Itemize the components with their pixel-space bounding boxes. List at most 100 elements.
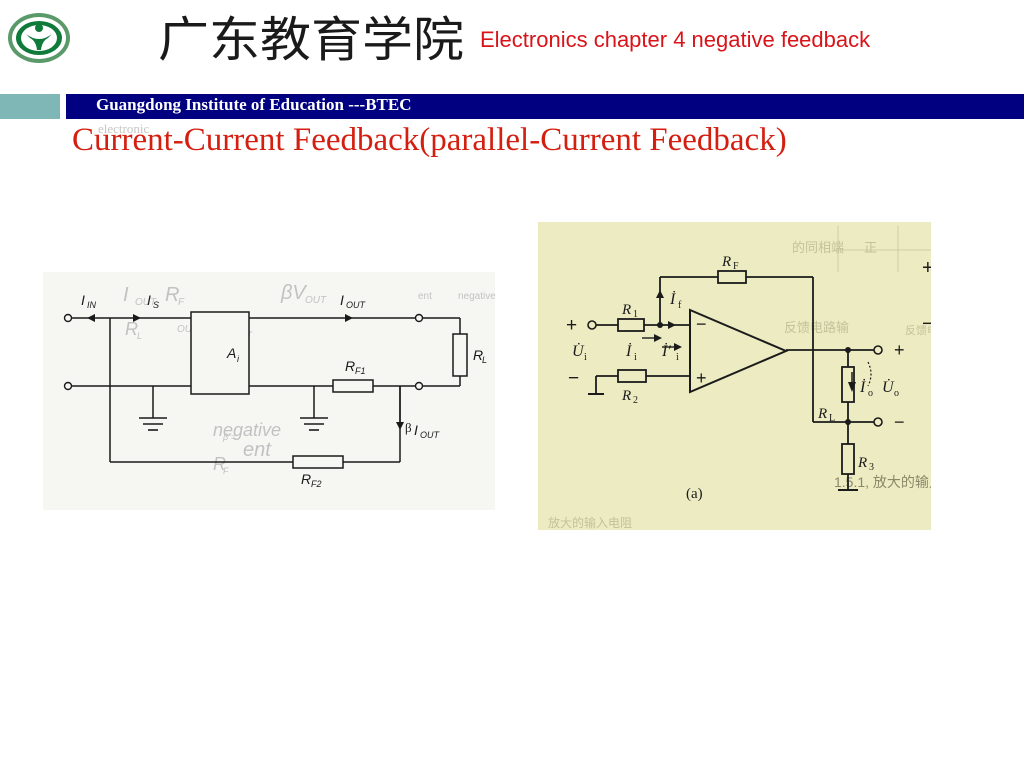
current-arrows — [87, 314, 404, 430]
op-amp-triangle — [689, 308, 789, 394]
label-beta: β — [405, 420, 412, 435]
svg-text:ent: ent — [243, 439, 272, 461]
svg-text:F: F — [178, 297, 185, 308]
block-diagram-labels: I IN I S I OUT A i R F1 R L β I OUT R F2 — [81, 292, 487, 489]
svg-text:OUT: OUT — [305, 295, 327, 306]
institute-name-cn: 广东教育学院 — [158, 12, 464, 68]
svg-text:F1: F1 — [355, 366, 366, 376]
figure-caption: (a) — [686, 486, 703, 502]
svg-text:β =: β = — [222, 432, 236, 442]
terminals — [63, 313, 424, 391]
label-r3: R — [857, 455, 867, 471]
svg-text:βV: βV — [280, 282, 307, 304]
label-is: I — [147, 292, 151, 308]
output-minus-sign: − — [894, 412, 905, 432]
slide-title: Current-Current Feedback(parallel-Curren… — [72, 122, 787, 158]
svg-text:i: i — [237, 354, 240, 364]
bleed-text-fragment: 反馈电路输 — [905, 323, 931, 337]
svg-text:L: L — [137, 331, 142, 341]
label-rf: R — [721, 254, 731, 270]
label-ui: U̇ — [572, 343, 585, 360]
institution-name-en: Guangdong Institute of Education ---BTEC — [96, 95, 412, 114]
svg-text:OUT: OUT — [135, 297, 157, 308]
logo-figure-head — [35, 24, 43, 32]
label-r1: R — [621, 302, 631, 318]
resistor-rf — [717, 270, 747, 284]
svg-text:R: R — [165, 284, 179, 306]
resistor-r3 — [841, 443, 855, 475]
svg-text:1.5.1, 放大的输入: 1.5.1, 放大的输入 — [834, 474, 931, 490]
bleed-through-lines — [837, 226, 931, 272]
svg-text:L: L — [829, 413, 835, 424]
circuit-wires — [595, 276, 874, 490]
logo-figure-body — [26, 34, 52, 50]
bleed-through-text-left: I OUT R F βV OUT R L V OUT OUT negative … — [123, 282, 327, 476]
input-plus-sign: + — [566, 315, 577, 336]
amplifier-block — [190, 311, 250, 395]
label-iin: I — [81, 292, 85, 308]
resistor-r1 — [617, 318, 645, 332]
junction-dots — [657, 322, 851, 425]
label-ai: A — [226, 345, 236, 361]
current-feedback-block-diagram: I OUT R F βV OUT R L V OUT OUT negative … — [43, 272, 495, 510]
svg-text:R: R — [213, 454, 226, 474]
output-plus-sign: + — [894, 340, 905, 360]
svg-text:f: f — [678, 300, 682, 311]
svg-text:o: o — [894, 388, 899, 399]
label-rl: R — [817, 406, 827, 422]
svg-text:正: 正 — [864, 240, 877, 255]
header-bar — [66, 94, 1024, 119]
input-minus-sign: − — [568, 368, 579, 389]
label-rf1: R — [345, 358, 355, 374]
svg-text:negative: negative — [213, 420, 281, 440]
resistor-rl — [452, 333, 468, 377]
label-r2: R — [621, 388, 631, 404]
label-uo: U̇ — [882, 379, 895, 396]
resistor-rf1 — [332, 379, 374, 393]
label-io: İ — [859, 378, 866, 396]
svg-text:F: F — [733, 261, 739, 272]
svg-text:R: R — [125, 319, 138, 339]
circuit-labels: + − + − + − U̇ i R 1 R 2 R F İ f İ i İ′ … — [566, 254, 931, 502]
top-plus-sign: + — [922, 257, 931, 279]
op-amp-plus-sign: + — [696, 368, 707, 388]
resistor-rf2 — [292, 455, 344, 469]
institute-logo — [8, 13, 70, 63]
label-iout: I — [340, 292, 344, 308]
svg-text:广东教育学院: 广东教育学院 — [158, 12, 464, 68]
ground-icon — [300, 417, 328, 431]
svg-text:的同相端: 的同相端 — [792, 240, 844, 255]
bleed-through-text-right: 的同相端 正 反馈电路输 1.5.1, 放大的输入 放大的输入电阻 — [548, 240, 931, 530]
svg-text:i: i — [634, 352, 637, 363]
svg-text:F2: F2 — [311, 479, 322, 489]
svg-text:OUT: OUT — [346, 300, 367, 310]
resistor-r2 — [617, 369, 647, 383]
svg-text:I: I — [123, 284, 129, 306]
chapter-title: Electronics chapter 4 negative feedback — [480, 27, 871, 52]
svg-text:IN: IN — [87, 300, 97, 310]
ghost-subtitle: electronic — [98, 121, 150, 136]
label-if: İ — [669, 290, 676, 308]
bleed-text-negative: ent — [418, 291, 432, 302]
circuit-terminals — [587, 320, 883, 427]
svg-text:L: L — [482, 355, 487, 365]
current-arrow-icons — [656, 290, 856, 392]
label-ii: İ — [625, 342, 632, 360]
label-ii-prime: İ′ — [661, 342, 671, 360]
svg-text:OUT: OUT — [177, 324, 199, 335]
bleed-text-negative-2: negative — [458, 291, 495, 302]
svg-text:OUT: OUT — [420, 430, 441, 440]
svg-text:i: i — [676, 352, 679, 363]
svg-text:3: 3 — [869, 462, 874, 473]
svg-text:o: o — [868, 388, 873, 399]
svg-text:1: 1 — [633, 309, 638, 320]
label-rf2: R — [301, 471, 311, 487]
svg-text:反馈电路输: 反馈电路输 — [784, 320, 849, 335]
ground-icon — [139, 417, 167, 431]
op-amp-minus-sign: − — [696, 314, 707, 334]
svg-text:F: F — [223, 466, 229, 476]
ground-icon — [588, 393, 858, 491]
svg-text:i: i — [584, 352, 587, 363]
header-accent-bar — [0, 94, 60, 119]
svg-text:2: 2 — [633, 395, 638, 406]
